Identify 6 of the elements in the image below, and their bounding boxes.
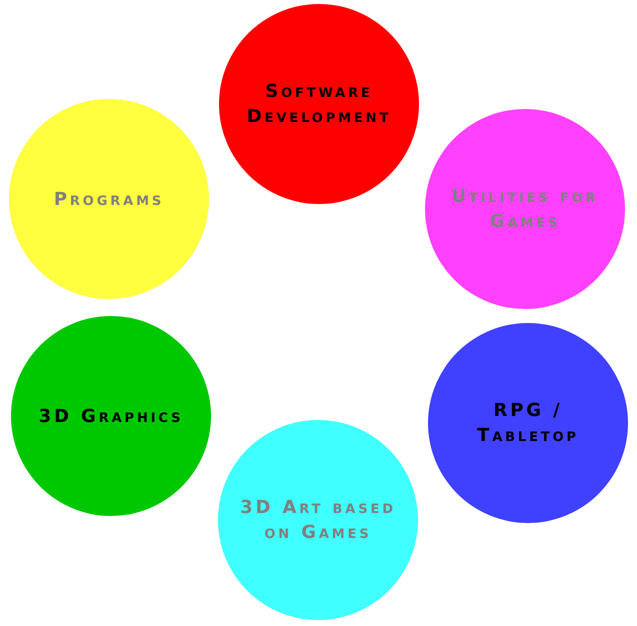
circle-label: RPG / Tabletop: [476, 399, 580, 448]
circle-label: Utilities for Games: [450, 185, 600, 234]
circle-label: Software Development: [246, 80, 392, 129]
circle-label: 3D Graphics: [38, 404, 184, 428]
circle-label: Programs: [54, 188, 164, 212]
circle-label: 3D Art based on Games: [239, 496, 397, 545]
